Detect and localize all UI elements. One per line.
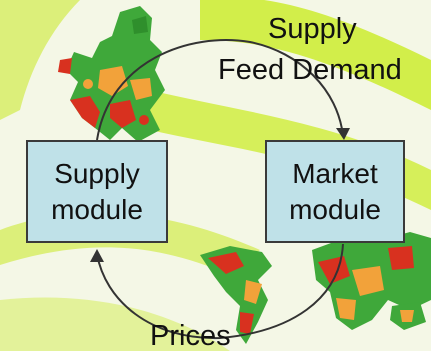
swirl-band-left: [0, 0, 80, 120]
world-map-icon: [200, 232, 431, 344]
top-label-supply: Supply: [268, 13, 357, 45]
supply-module-line1: Supply: [54, 157, 140, 189]
cycle-arrows: [96, 39, 344, 340]
market-module-box: Market module: [265, 140, 405, 243]
arrowhead-supply: [90, 249, 104, 262]
arrow-market-to-supply: [96, 243, 344, 340]
supply-module-box: Supply module: [26, 140, 168, 243]
arrow-supply-to-market: [96, 39, 344, 141]
arrowhead-market: [336, 128, 350, 140]
swirl-band-bottom: [0, 297, 230, 351]
market-module-line1: Market: [292, 157, 378, 189]
swirl-band-top: [200, 0, 431, 110]
supply-module-line2: module: [51, 193, 143, 225]
bottom-label-prices: Prices: [150, 320, 231, 351]
top-label-feed-demand: Feed Demand: [218, 54, 402, 86]
europe-map-icon: [58, 6, 165, 142]
market-module-line2: module: [289, 193, 381, 225]
